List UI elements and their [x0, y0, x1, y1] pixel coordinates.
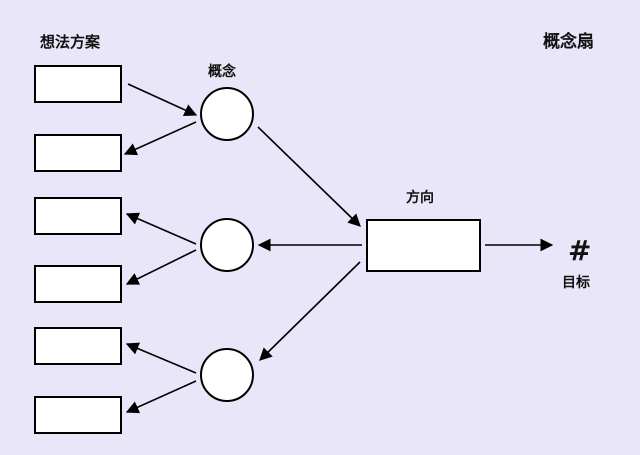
arrow-concept1-to-direction	[257, 126, 361, 227]
arrow-concept1-to-idea2	[123, 121, 197, 156]
idea-box-4	[34, 265, 122, 303]
idea-box-6	[34, 396, 122, 434]
target-label: 目标	[562, 274, 590, 291]
idea-box-2	[34, 134, 122, 172]
concept-label: 概念	[208, 63, 237, 80]
arrow-concept2-to-idea4	[125, 249, 197, 285]
direction-label: 方向	[406, 189, 434, 206]
concept-fan-title: 概念扇	[543, 31, 594, 52]
direction-box	[366, 219, 481, 272]
idea-box-3	[34, 197, 122, 235]
idea-box-5	[34, 327, 122, 365]
arrow-concept3-to-idea5	[125, 342, 197, 374]
concept-node-3	[200, 348, 254, 402]
ideas-label: 想法方案	[39, 33, 101, 51]
idea-box-1	[34, 65, 122, 103]
concept-node-1	[200, 87, 254, 141]
arrow-concept2-to-idea3	[125, 212, 197, 245]
concept-node-2	[200, 218, 254, 272]
arrow-direction-to-concept3	[259, 261, 361, 361]
arrow-concept3-to-idea6	[125, 380, 197, 414]
target-symbol: #	[568, 234, 591, 267]
arrow-idea1-to-concept1	[127, 83, 198, 117]
